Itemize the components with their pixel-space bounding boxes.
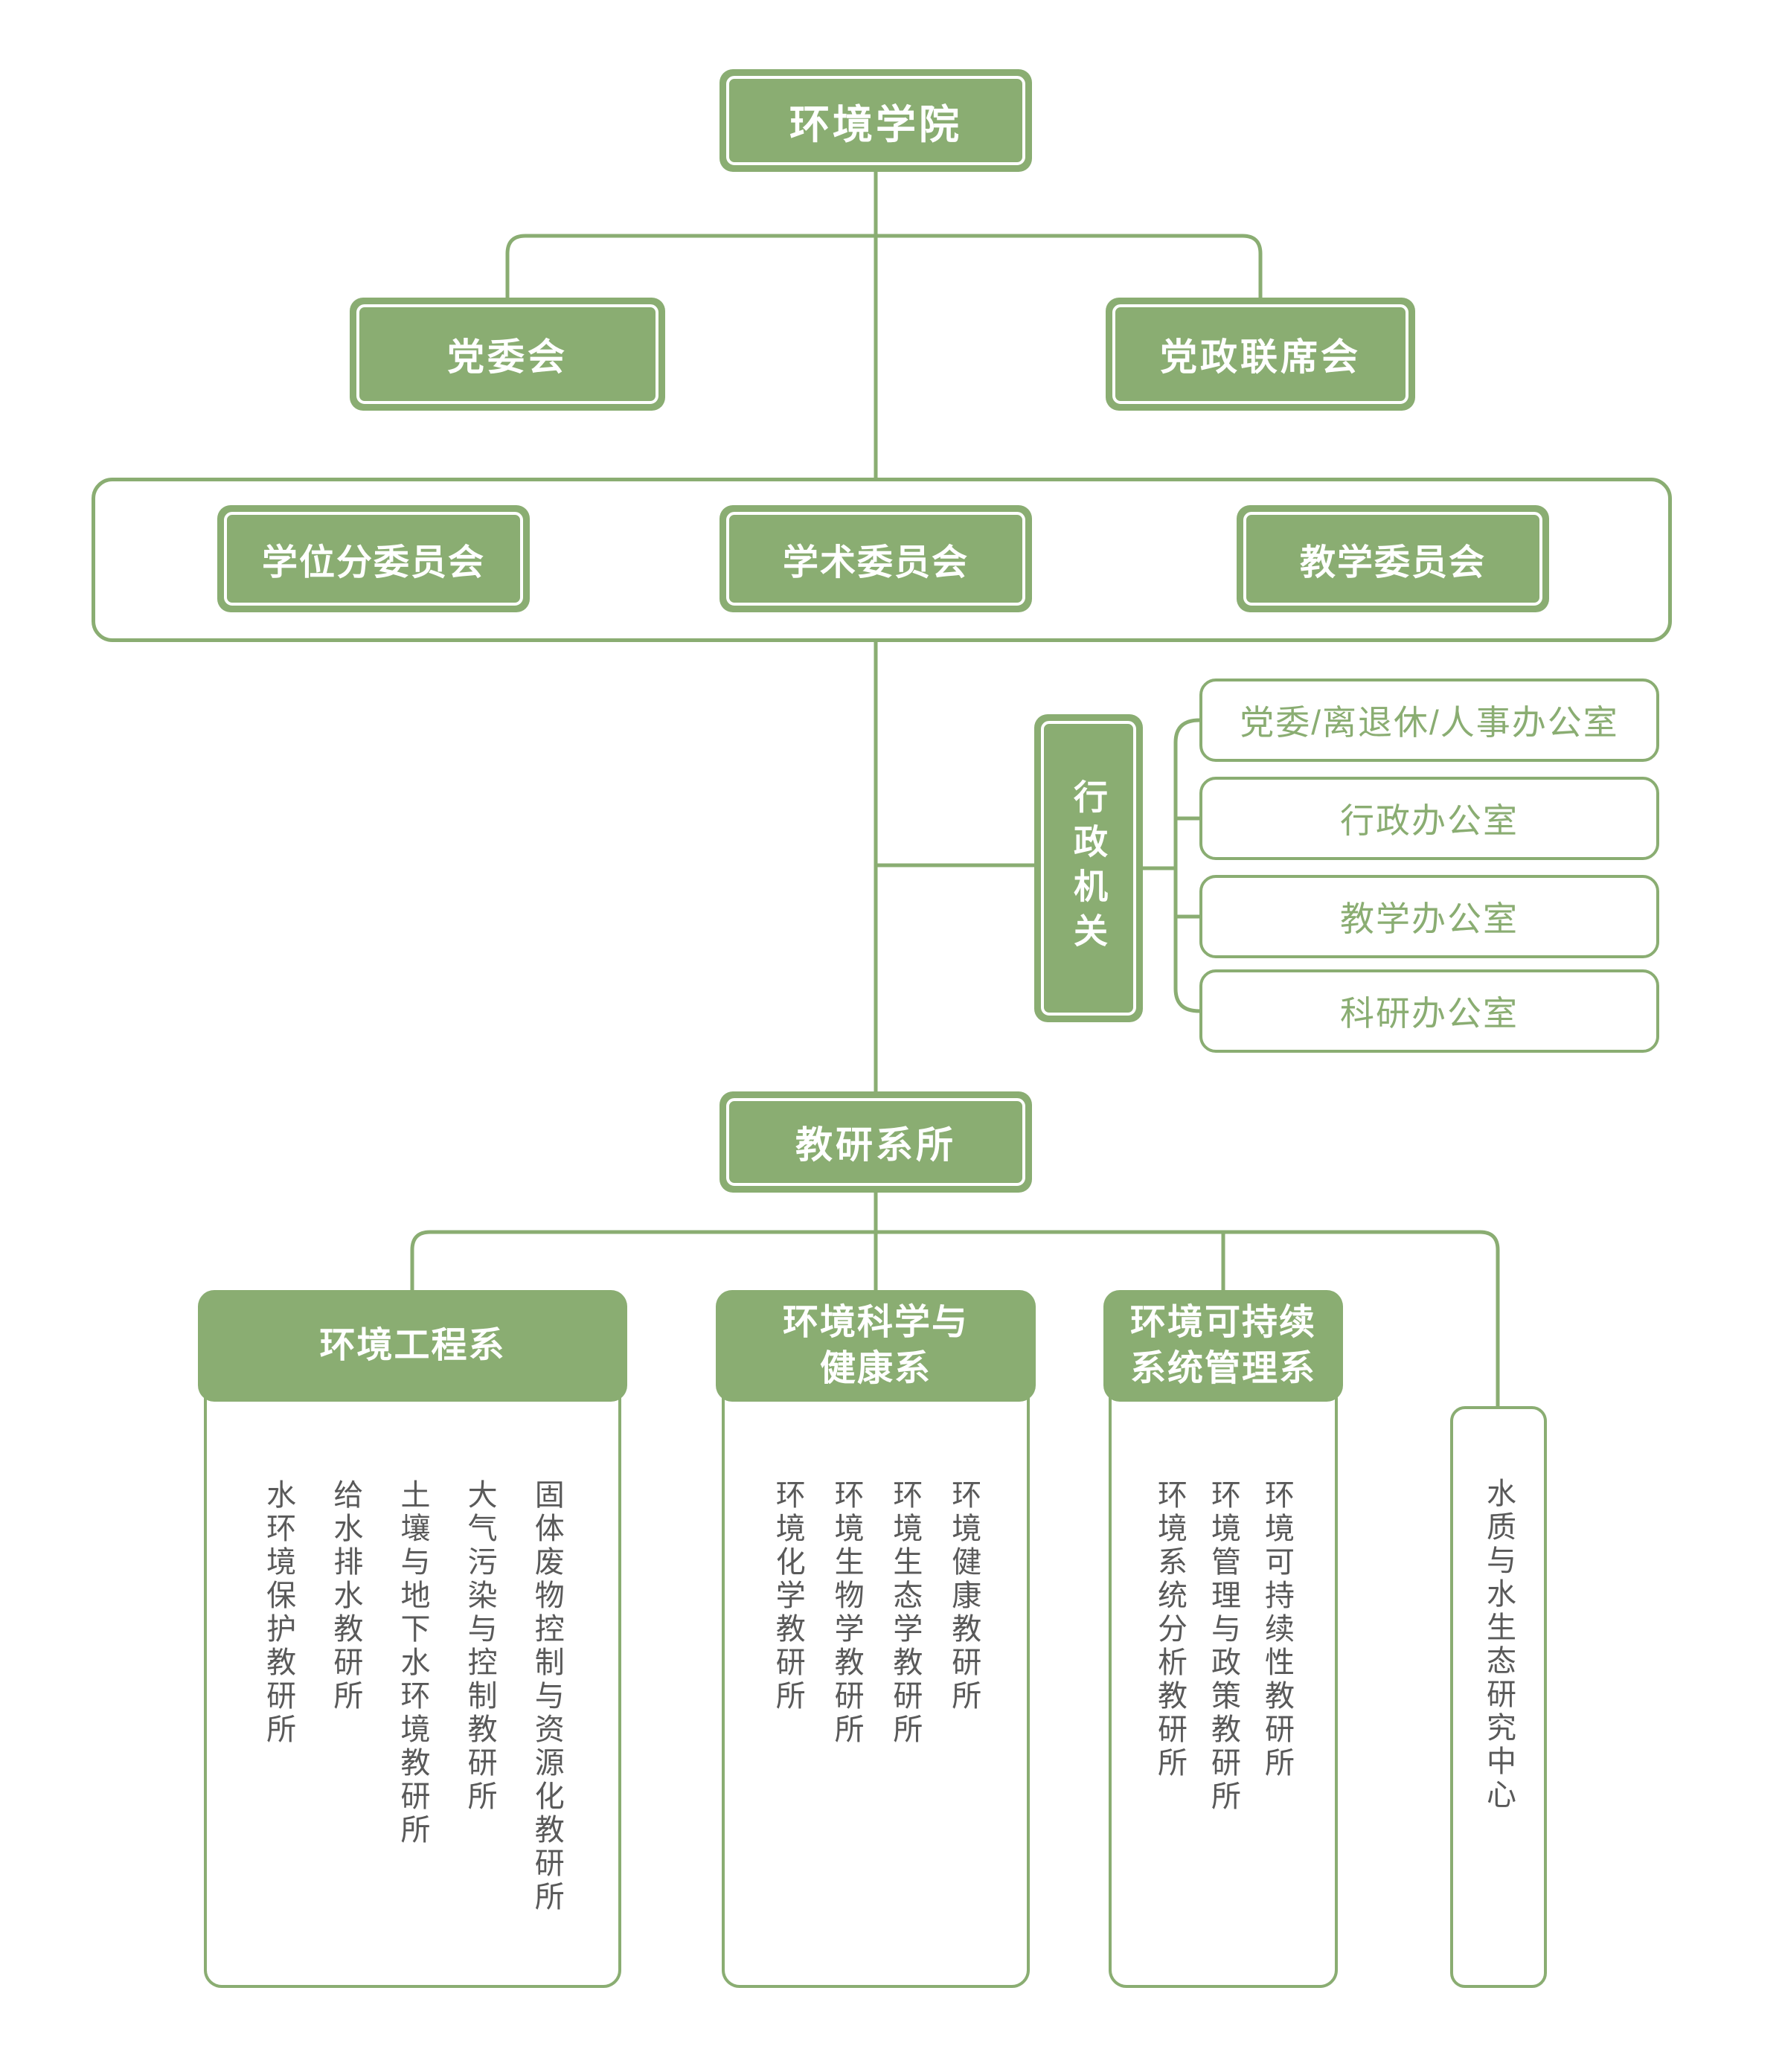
connector-level2 [505,234,1263,298]
dept-env-science-health-title-line1: 环境科学与 [782,1303,969,1342]
office-research-node: 科研办公室 [1199,969,1659,1053]
dept-sustainable-systems-header: 环境可持续 系统管理系 [1103,1290,1343,1402]
admin-organs-node: 行政机关 [1034,714,1143,1022]
office-teaching-label: 教学办公室 [1340,899,1519,938]
teaching-committee-label: 教学委员会 [1299,543,1486,583]
degree-subcommittee-label: 学位分委员会 [261,543,485,583]
teaching-research-units-node: 教研系所 [719,1091,1032,1193]
institute-column: 环境化学教研所 [771,1479,804,1713]
dept-env-science-health-title-line2: 健康系 [819,1349,932,1388]
institute-column: 环境可持续性教研所 [1260,1479,1293,1780]
dept-env-engineering-title: 环境工程系 [319,1326,506,1365]
institute-column: 给水排水教研所 [329,1479,362,1713]
research-center-node: 水质与水生态研究中心 [1450,1406,1547,1988]
office-party-retired-hr-node: 党委/离退休/人事办公室 [1199,679,1659,762]
office-party-retired-hr-label: 党委/离退休/人事办公室 [1240,703,1619,742]
root-node: 环境学院 [719,69,1032,172]
connector-office-bracket [1173,718,1200,1013]
teaching-research-units-label: 教研系所 [795,1124,956,1166]
dept-sustainable-systems-title-line1: 环境可持续 [1129,1303,1316,1342]
institute-column: 大气污染与控制教研所 [463,1479,496,1814]
dept-env-engineering-header: 环境工程系 [198,1290,627,1402]
party-gov-joint-node: 党政联席会 [1106,298,1415,411]
academic-committee-node: 学术委员会 [719,505,1032,612]
office-administrative-node: 行政办公室 [1199,777,1659,860]
institute-column: 水环境保护教研所 [262,1479,295,1747]
dept-env-science-health-header: 环境科学与 健康系 [716,1290,1036,1402]
dept-sustainable-systems-title-line2: 系统管理系 [1129,1349,1316,1388]
dept-sustainable-systems-body: 环境系统分析教研所 环境管理与政策教研所 环境可持续性教研所 [1109,1381,1338,1988]
teaching-committee-node: 教学委员会 [1237,505,1549,612]
institute-column: 环境健康教研所 [947,1479,981,1713]
degree-subcommittee-node: 学位分委员会 [217,505,530,612]
party-committee-label: 党委会 [447,336,568,378]
institute-column: 固体废物控制与资源化教研所 [530,1479,563,1914]
research-center-label: 水质与水生态研究中心 [1482,1478,1515,1812]
dept-env-science-health-body: 环境化学教研所 环境生物学教研所 环境生态学教研所 环境健康教研所 [722,1381,1030,1988]
institute-column: 环境系统分析教研所 [1153,1479,1186,1780]
institute-column: 土壤与地下水环境教研所 [396,1479,429,1847]
academic-committee-label: 学术委员会 [782,543,969,583]
institute-column: 环境生物学教研所 [830,1479,863,1747]
institute-column: 环境管理与政策教研所 [1207,1479,1240,1814]
institute-column: 环境生态学教研所 [888,1479,922,1747]
office-research-label: 科研办公室 [1340,994,1519,1033]
connector-dept-rail [410,1230,1500,1406]
office-administrative-label: 行政办公室 [1340,801,1519,840]
office-teaching-node: 教学办公室 [1199,875,1659,958]
dept-env-engineering-body: 水环境保护教研所 给水排水教研所 土壤与地下水环境教研所 大气污染与控制教研所 … [204,1381,621,1988]
party-committee-node: 党委会 [350,298,665,411]
root-node-label: 环境学院 [789,102,962,147]
admin-organs-label: 行政机关 [1069,779,1108,958]
party-gov-joint-label: 党政联席会 [1160,336,1361,378]
